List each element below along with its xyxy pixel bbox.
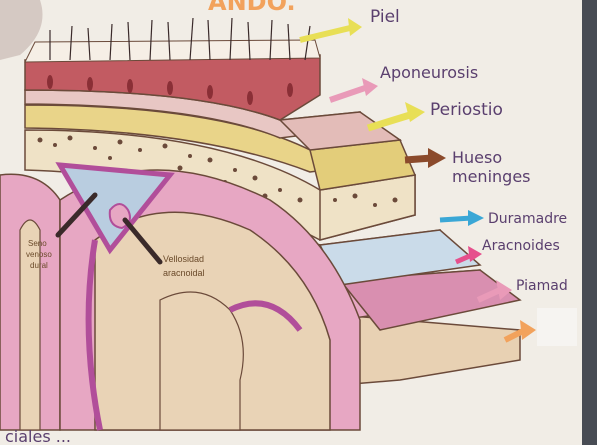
label-periostio: Periostio bbox=[430, 100, 503, 120]
label-aracnoides: Aracnoides bbox=[482, 238, 560, 254]
seno-label-1: Seno bbox=[28, 239, 47, 248]
label-duramadre: Duramadre bbox=[488, 211, 567, 227]
sticky-note bbox=[537, 308, 577, 346]
vellosidad-label-1: Vellosidad bbox=[163, 254, 204, 264]
right-edge-shadow bbox=[582, 0, 597, 445]
brain-gyrus bbox=[160, 292, 243, 430]
label-hueso: Hueso bbox=[452, 148, 502, 167]
piel-surface bbox=[25, 40, 320, 62]
footer-fragment: ciales ... bbox=[5, 427, 71, 445]
label-piel: Piel bbox=[370, 7, 400, 27]
header-title-fragment: ANDO. bbox=[208, 0, 296, 16]
seno-label-3: dural bbox=[30, 261, 48, 270]
label-meninges: meninges bbox=[452, 167, 531, 186]
vellosidad-label-2: aracnoidal bbox=[163, 268, 205, 278]
seno-label-2: venoso bbox=[26, 250, 52, 259]
label-piamadre: Piamad bbox=[516, 278, 568, 294]
label-aponeurosis: Aponeurosis bbox=[380, 63, 478, 82]
